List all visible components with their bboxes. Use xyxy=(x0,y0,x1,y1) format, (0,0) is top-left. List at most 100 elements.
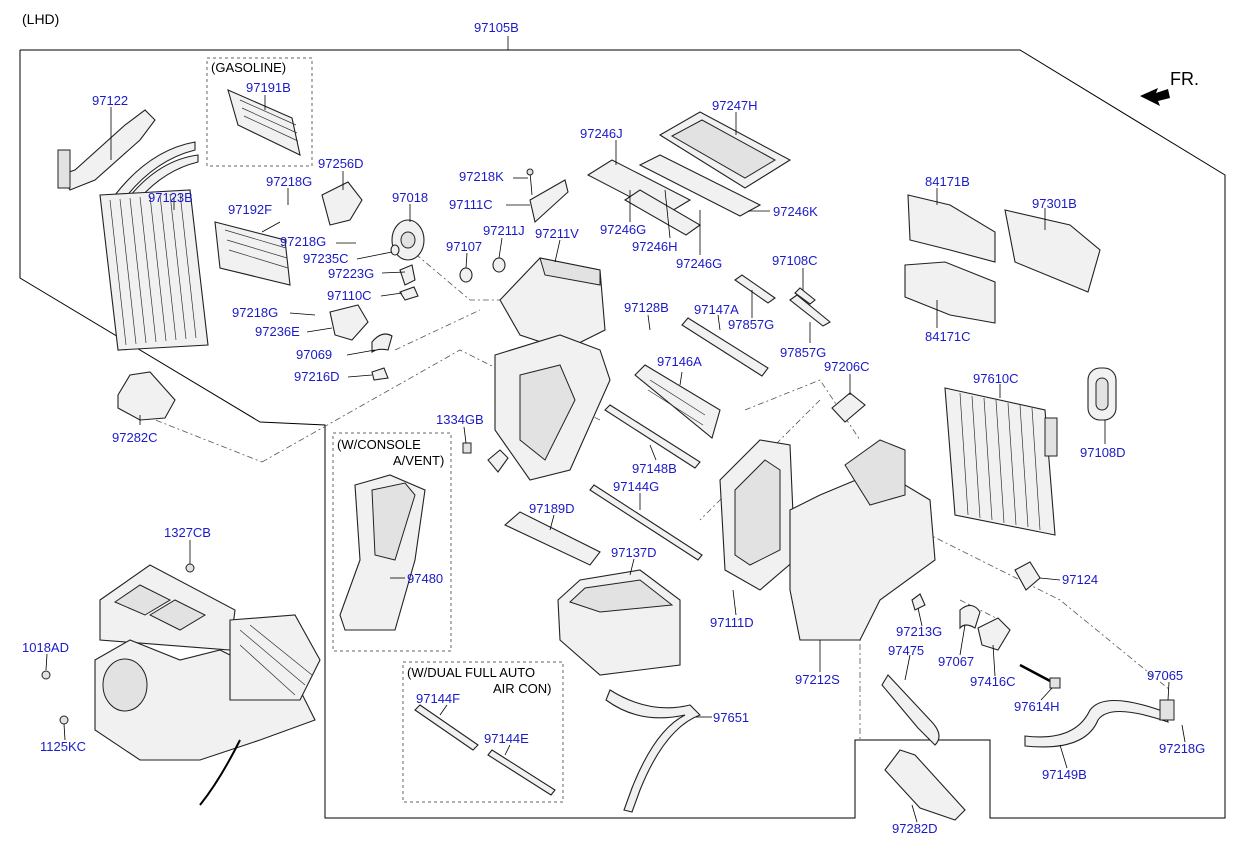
part-label-97610c[interactable]: 97610C xyxy=(973,371,1019,386)
part-label-97191b[interactable]: 97191B xyxy=(246,80,291,95)
dual-auto-note-1: (W/DUAL FULL AUTO xyxy=(407,665,535,680)
part-label-97857g-2[interactable]: 97857G xyxy=(780,345,826,360)
part-label-97124[interactable]: 97124 xyxy=(1062,572,1098,587)
part-label-97149b[interactable]: 97149B xyxy=(1042,767,1087,782)
part-label-97246j[interactable]: 97246J xyxy=(580,126,623,141)
actuator-part xyxy=(321,181,369,341)
part-label-97123b[interactable]: 97123B xyxy=(148,190,193,205)
part-label-97213g[interactable]: 97213G xyxy=(896,624,942,639)
small-clips-part xyxy=(371,244,506,381)
part-label-97065[interactable]: 97065 xyxy=(1147,668,1183,683)
part-label-84171c[interactable]: 84171C xyxy=(925,329,971,344)
gasoline-note: (GASOLINE) xyxy=(211,60,286,75)
ptc-heater-part xyxy=(227,89,301,156)
part-label-97211j[interactable]: 97211J xyxy=(483,223,525,238)
insulator-84171b-part xyxy=(907,194,996,263)
part-label-97247h[interactable]: 97247H xyxy=(712,98,758,113)
part-label-97069[interactable]: 97069 xyxy=(296,347,332,362)
console-note-1: (W/CONSOLE xyxy=(337,437,421,452)
part-label-1125kc[interactable]: 1125KC xyxy=(40,739,86,754)
ptc-element-part xyxy=(214,221,291,286)
pad-97301b-part xyxy=(1004,209,1101,293)
case-upper-part xyxy=(499,257,606,351)
part-label-97018[interactable]: 97018 xyxy=(392,190,428,205)
part-label-97122[interactable]: 97122 xyxy=(92,93,128,108)
complete-hvac-unit xyxy=(94,564,321,806)
dual-auto-box xyxy=(402,661,564,803)
small-parts-right xyxy=(911,593,1011,651)
bracket-97111c-part xyxy=(526,168,569,224)
part-label-97282d[interactable]: 97282D xyxy=(892,821,938,836)
part-label-97216d[interactable]: 97216D xyxy=(294,369,340,384)
leader-lines xyxy=(45,95,1186,823)
part-label-97137d[interactable]: 97137D xyxy=(611,545,657,560)
duct-bracket-part xyxy=(57,109,156,191)
part-label-97475[interactable]: 97475 xyxy=(888,643,924,658)
part-label-97108c[interactable]: 97108C xyxy=(772,253,818,268)
part-label-97212s[interactable]: 97212S xyxy=(795,672,840,687)
part-label-97416c[interactable]: 97416C xyxy=(970,674,1016,689)
evaporator-part xyxy=(944,387,1058,536)
part-label-97236e[interactable]: 97236E xyxy=(255,324,300,339)
part-label-97147a[interactable]: 97147A xyxy=(694,302,739,317)
part-label-97256d[interactable]: 97256D xyxy=(318,156,364,171)
shafts-dual-part xyxy=(414,704,556,796)
part-label-97144g[interactable]: 97144G xyxy=(613,479,659,494)
part-label-97111c[interactable]: 97111C xyxy=(449,197,493,212)
part-label-97067[interactable]: 97067 xyxy=(938,654,974,669)
part-label-97218g-1[interactable]: 97218G xyxy=(266,174,312,189)
dual-auto-note-2: AIR CON) xyxy=(493,681,552,696)
actuator-97018-part xyxy=(391,219,425,261)
part-label-97246g-2[interactable]: 97246G xyxy=(676,256,722,271)
part-label-97246h[interactable]: 97246H xyxy=(632,239,678,254)
console-duct-part xyxy=(339,474,426,631)
part-label-97107[interactable]: 97107 xyxy=(446,239,482,254)
duct-97282c-part xyxy=(117,371,176,421)
part-label-97218k[interactable]: 97218K xyxy=(459,169,504,184)
part-label-97282c[interactable]: 97282C xyxy=(112,430,158,445)
part-label-97651[interactable]: 97651 xyxy=(713,710,749,725)
part-label-1327cb[interactable]: 1327CB xyxy=(164,525,211,540)
part-label-97128b[interactable]: 97128B xyxy=(624,300,669,315)
part-label-97148b[interactable]: 97148B xyxy=(632,461,677,476)
part-label-97223g[interactable]: 97223G xyxy=(328,266,374,281)
part-label-97110c[interactable]: 97110C xyxy=(327,288,372,303)
part-label-84171b[interactable]: 84171B xyxy=(925,174,970,189)
part-label-1334gb[interactable]: 1334GB xyxy=(436,412,484,427)
drain-pan-part xyxy=(557,569,681,676)
sensor-97614h-part xyxy=(1019,663,1061,689)
screws-part xyxy=(41,563,195,725)
shaft-97144g-part xyxy=(589,484,703,561)
part-label-97857g-1[interactable]: 97857G xyxy=(728,317,774,332)
part-label-97108d[interactable]: 97108D xyxy=(1080,445,1126,460)
part-label-97211v[interactable]: 97211V xyxy=(535,226,579,241)
part-label-97111d[interactable]: 97111D xyxy=(710,615,754,630)
door-97147a-part xyxy=(681,317,769,377)
part-label-97144e[interactable]: 97144E xyxy=(484,731,529,746)
part-label-97218g-3[interactable]: 97218G xyxy=(232,305,278,320)
part-label-97146a[interactable]: 97146A xyxy=(657,354,702,369)
part-label-97206c[interactable]: 97206C xyxy=(824,359,870,374)
part-label-1018ad[interactable]: 1018AD xyxy=(22,640,69,655)
assembly-number[interactable]: 97105B xyxy=(474,20,519,35)
case-right-part xyxy=(789,439,936,641)
part-label-97246k[interactable]: 97246K xyxy=(773,204,818,219)
part-label-97480[interactable]: 97480 xyxy=(407,571,443,586)
part-label-97301b[interactable]: 97301B xyxy=(1032,196,1077,211)
insulator-84171c-part xyxy=(904,261,996,324)
drain-hose-part xyxy=(605,689,701,813)
part-label-97246g-1[interactable]: 97246G xyxy=(600,222,646,237)
part-label-97189d[interactable]: 97189D xyxy=(529,501,575,516)
part-label-97235c[interactable]: 97235C xyxy=(303,251,349,266)
part-label-97144f[interactable]: 97144F xyxy=(416,691,460,706)
part-label-97218g-4[interactable]: 97218G xyxy=(1159,741,1205,756)
clip-1334gb-part xyxy=(462,442,509,473)
part-label-97614h[interactable]: 97614H xyxy=(1014,699,1060,714)
seal-strips-part xyxy=(734,274,831,327)
console-note-2: A/VENT) xyxy=(393,453,444,468)
part-label-97192f[interactable]: 97192F xyxy=(228,202,272,217)
lhd-label: (LHD) xyxy=(22,11,59,27)
part-labels: 97122 97191B 97123B 97256D 97218G 97018 … xyxy=(22,80,1205,836)
part-label-97218g-2[interactable]: 97218G xyxy=(280,234,326,249)
